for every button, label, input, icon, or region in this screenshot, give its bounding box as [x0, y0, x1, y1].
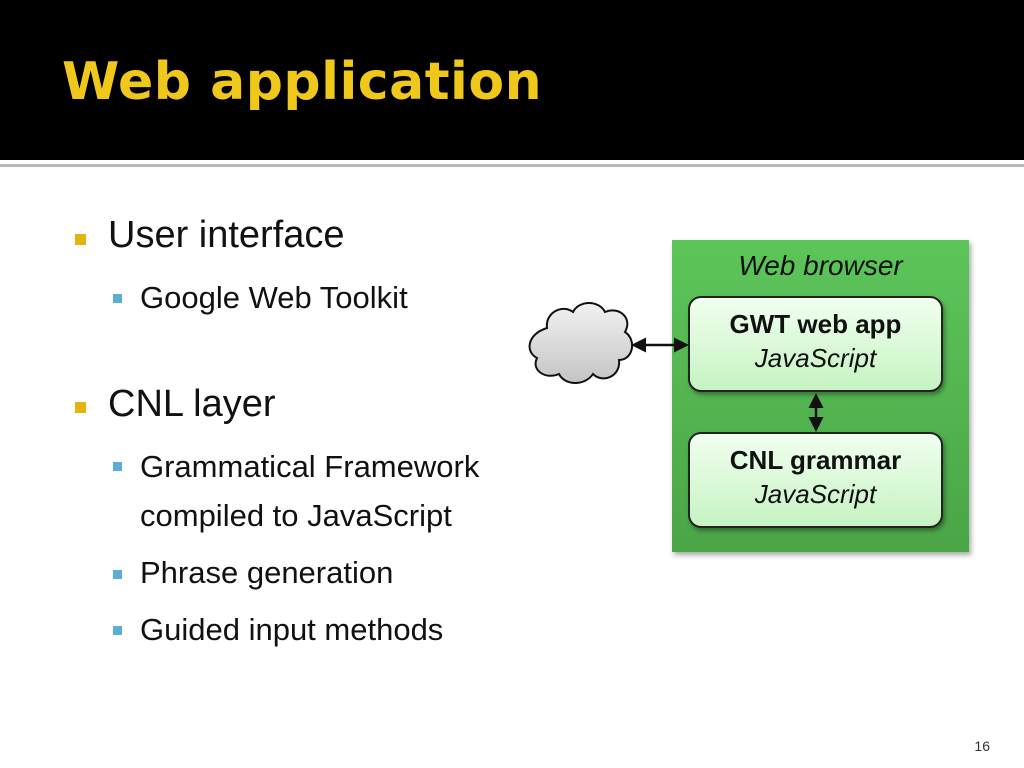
bullet-marker-icon [75, 234, 86, 245]
bullet-user-interface: User interface [108, 214, 345, 256]
gwt-web-app-title: GWT web app [729, 309, 902, 339]
sub-bullet-marker-icon [113, 626, 122, 635]
gwt-web-app-box: GWT web app JavaScript [688, 296, 943, 392]
cloud-icon [528, 302, 634, 384]
sub-bullet-gwt: Google Web Toolkit [140, 280, 408, 315]
sub-bullet-guided-input: Guided input methods [140, 612, 444, 647]
sub-bullet-marker-icon [113, 570, 122, 579]
gwt-web-app-subtitle: JavaScript [754, 343, 877, 373]
bullet-cnl-layer: CNL layer [108, 383, 276, 425]
sub-bullet-gf-line2: compiled to JavaScript [140, 498, 452, 533]
slide-title: Web application [62, 52, 543, 112]
web-browser-label: Web browser [738, 250, 903, 281]
title-divider-gray [0, 164, 1024, 167]
bullet-marker-icon [75, 402, 86, 413]
sub-bullet-phrase-generation: Phrase generation [140, 555, 394, 590]
cnl-grammar-subtitle: JavaScript [754, 479, 877, 509]
page-number: 16 [974, 738, 990, 754]
title-divider-white [0, 160, 1024, 164]
sub-bullet-gf-line1: Grammatical Framework [140, 449, 480, 484]
sub-bullet-marker-icon [113, 462, 122, 471]
cnl-grammar-box: CNL grammar JavaScript [688, 432, 943, 528]
title-bar [0, 0, 1024, 160]
cnl-grammar-title: CNL grammar [729, 445, 902, 475]
sub-bullet-marker-icon [113, 294, 122, 303]
